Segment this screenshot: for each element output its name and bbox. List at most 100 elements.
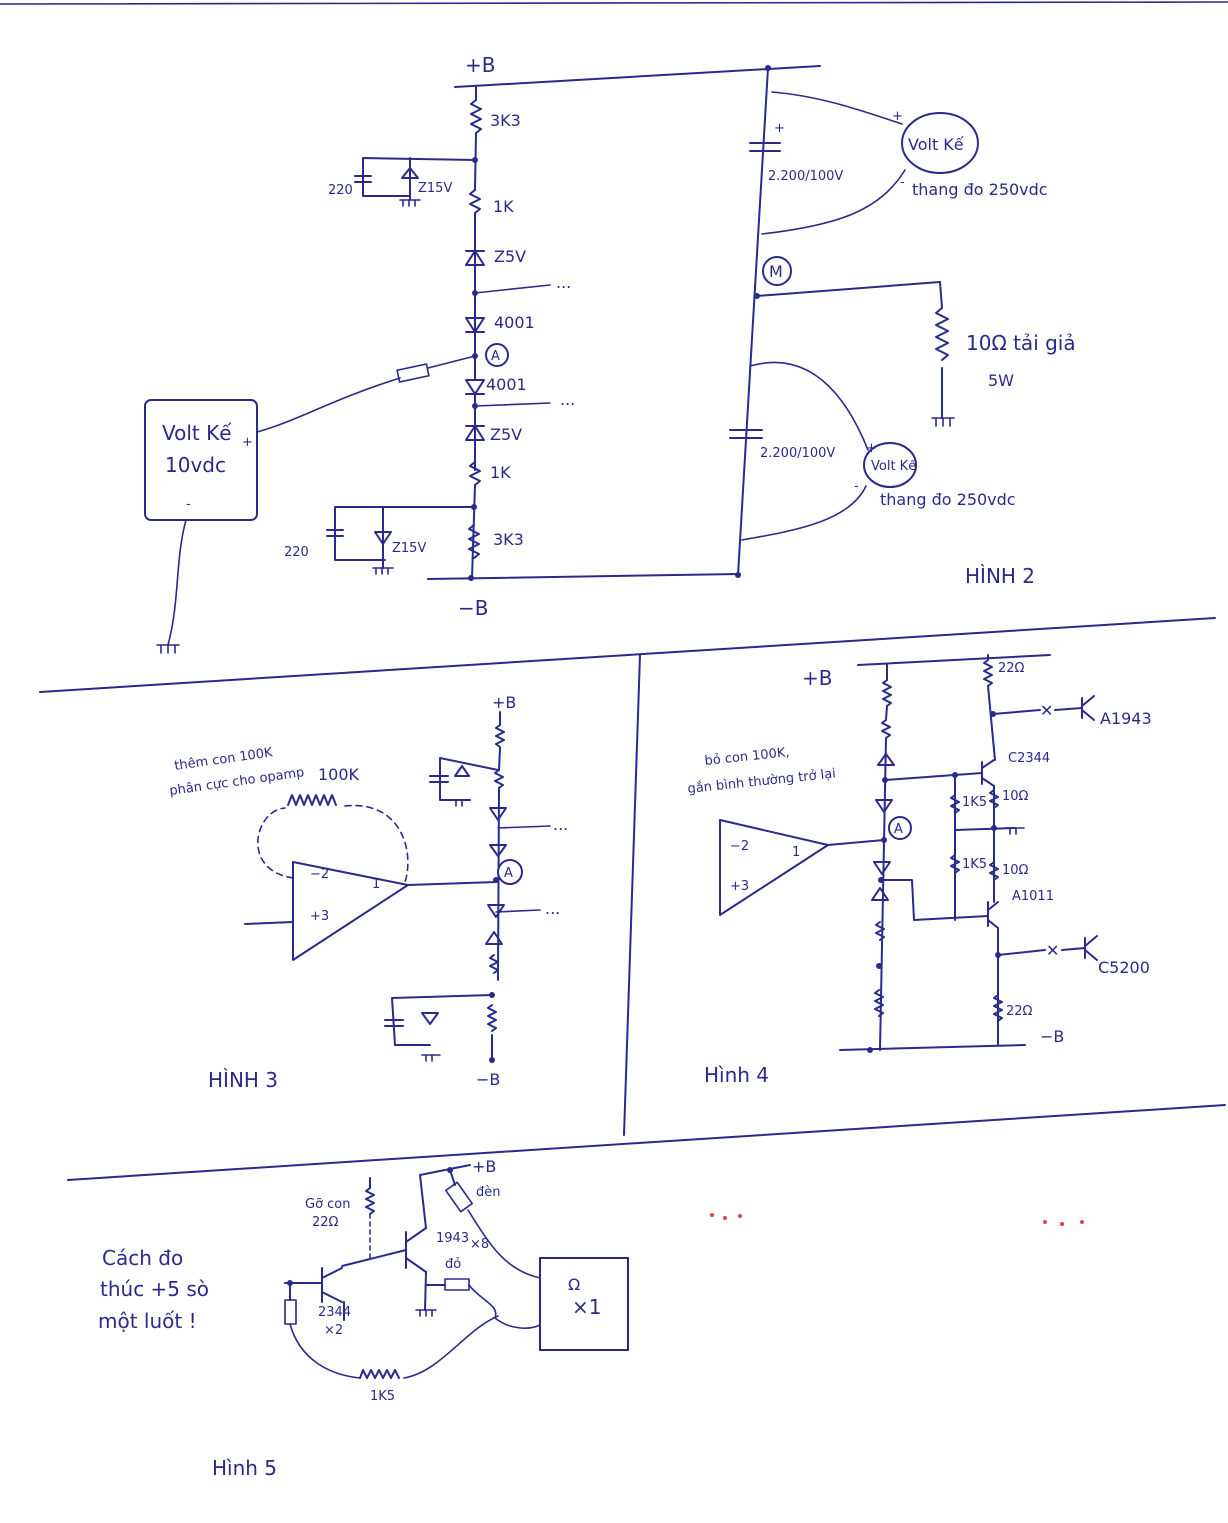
fig2-cap-zener-loop-bottom — [334, 506, 475, 561]
fig5-lamp-label: đèn — [476, 1185, 501, 1200]
fig4-wire — [954, 827, 1016, 831]
fig4-resistor-1k5-top — [950, 794, 960, 814]
fig4-r-1k5-bottom-label: 1K5 — [962, 857, 987, 872]
fig3-diode-bottom — [487, 904, 505, 918]
fig3-ammeter — [497, 859, 523, 885]
fig4-q-driver-bottom-label: A1011 — [1012, 889, 1054, 904]
red-dot — [710, 1213, 714, 1217]
fig2-top-rail — [454, 65, 821, 88]
fig2-meter-left-line1: Volt Kế — [162, 421, 232, 445]
divider-horizontal-1 — [39, 617, 1216, 693]
fig2-c-top-label: 220 — [328, 183, 353, 198]
fig3-resistor-top — [495, 724, 505, 748]
fig4-wire — [997, 949, 1046, 956]
fig5-caption-line2: thúc +5 sò — [100, 1277, 209, 1301]
fig3-wire — [497, 787, 500, 981]
fig2-zener-bottom-label: Z5V — [490, 425, 522, 444]
fig2-right-rail — [737, 67, 769, 576]
fig5-loop-wire — [289, 1323, 361, 1379]
fig2-r1k-top-label: 1K — [493, 197, 514, 216]
fig2-dots-top: ... — [556, 273, 571, 292]
fig2-load-wire — [756, 281, 941, 297]
fig2-motor-point — [762, 256, 792, 286]
fig5-resistor-1k5 — [359, 1369, 400, 1379]
red-dot — [1043, 1220, 1047, 1224]
fig3-note-line1: thêm con 100K — [173, 745, 274, 774]
fig2-rail-bottom-label: −B — [458, 596, 488, 620]
fig5-resistor-small — [284, 1299, 297, 1325]
fig5-ohm-symbol: Ω — [568, 1275, 580, 1294]
fig2-voltmeter-10vdc — [144, 399, 258, 521]
fig3-ground-icon — [451, 799, 471, 807]
fig2-probe-resistor — [396, 363, 430, 383]
fig5-q-power-count: ×8 — [470, 1237, 489, 1252]
fig4-resistor-bottom — [874, 989, 884, 1017]
fig4-pin-noninv: +3 — [730, 879, 749, 894]
fig2-r-bottom-label: 3K3 — [493, 530, 524, 549]
fig4-resistor — [875, 921, 885, 941]
fig2-c-bottom-label: 220 — [284, 545, 309, 560]
fig4-output-wire — [827, 839, 885, 846]
fig5-wire — [449, 1169, 456, 1186]
fig4-resistor-10-top — [989, 789, 999, 809]
fig5-wire — [341, 1249, 407, 1267]
fig2-ammeter-label: A — [491, 349, 500, 364]
fig4-cut-top-icon: ✕ — [1040, 701, 1053, 720]
fig5-resistor-label: đỏ — [445, 1257, 461, 1272]
fig2-meter-left-plus: + — [242, 435, 253, 450]
fig2-zener-15v-bottom — [374, 531, 392, 545]
fig4-opamp — [719, 819, 829, 916]
fig2-tap-bottom — [474, 402, 551, 407]
fig3-resistor-1k-bottom — [489, 954, 499, 974]
fig4-note-line1: bỏ con 100K, — [704, 745, 790, 769]
fig4-resistor-22-bottom — [993, 994, 1003, 1022]
fig5-q-driver: 2344 — [318, 1305, 351, 1320]
fig4-resistor-top — [882, 679, 892, 707]
fig4-ammeter-label: A — [894, 822, 903, 837]
fig3-resistor-bottom — [487, 1004, 497, 1032]
fig3-diode-top — [489, 844, 507, 857]
fig2-motor-label: M — [769, 262, 783, 281]
fig2-cap-top-label: 2.200/100V — [768, 169, 843, 184]
fig2-ground-icon — [156, 644, 180, 654]
fig4-transistor-c2344 — [981, 759, 995, 787]
fig4-r-10-top-label: 10Ω — [1002, 789, 1029, 804]
fig3-input-wire — [244, 921, 294, 925]
fig2-cap-top-plus: + — [774, 121, 785, 136]
fig4-ammeter — [888, 816, 912, 840]
fig4-rail-top: +B — [802, 666, 832, 690]
fig4-pin-out: 1 — [792, 845, 800, 860]
fig4-base-wire-bottom — [880, 879, 989, 921]
fig4-rail-bottom: −B — [1040, 1027, 1064, 1046]
fig3-output-wire — [407, 881, 497, 886]
fig2-ground-icon — [931, 417, 955, 427]
fig2-diode-4001-bottom — [465, 379, 485, 395]
fig2-meter-top-minus: - — [900, 175, 905, 190]
fig2-meter-left-minus: - — [186, 497, 191, 512]
fig5-r-bias-label: 1K5 — [370, 1389, 395, 1404]
fig5-probe-wire — [468, 1284, 541, 1329]
fig3-cap-zener-loop-bottom — [391, 994, 493, 1046]
fig2-diode-4001-top — [465, 317, 485, 333]
figure-3: +B ... A ... −B −2 +3 — [168, 693, 568, 1092]
fig3-rail-top: +B — [492, 693, 516, 712]
fig4-top-rail — [857, 654, 1051, 666]
fig4-resistor-1k5-bottom — [950, 854, 960, 874]
fig4-pin-inv: −2 — [730, 839, 749, 854]
fig2-meter-bottom-minus: - — [854, 479, 859, 494]
fig4-r-bottom-label: 22Ω — [1006, 1004, 1033, 1019]
fig3-zener-5v-top — [489, 807, 507, 821]
fig2-probe-wire — [771, 91, 903, 125]
fig4-cut-bottom-icon: ✕ — [1046, 941, 1059, 960]
fig2-rail-top-label: +B — [465, 53, 495, 77]
fig2-load-label: 10Ω tải giả — [966, 331, 1076, 355]
fig2-probe-wire — [427, 355, 476, 369]
fig3-cap-zener-loop-top — [439, 757, 499, 801]
fig2-cap-bottom-label: 2.200/100V — [760, 446, 835, 461]
fig5-ohm-meter — [539, 1257, 629, 1351]
fig3-pin-out: 1 — [372, 877, 380, 892]
fig2-resistor-1k-top — [469, 189, 481, 214]
fig3-ground-icon — [421, 1054, 441, 1062]
fig2-zener-5v-top — [465, 250, 485, 266]
fig4-resistor-10-bottom — [989, 861, 999, 881]
